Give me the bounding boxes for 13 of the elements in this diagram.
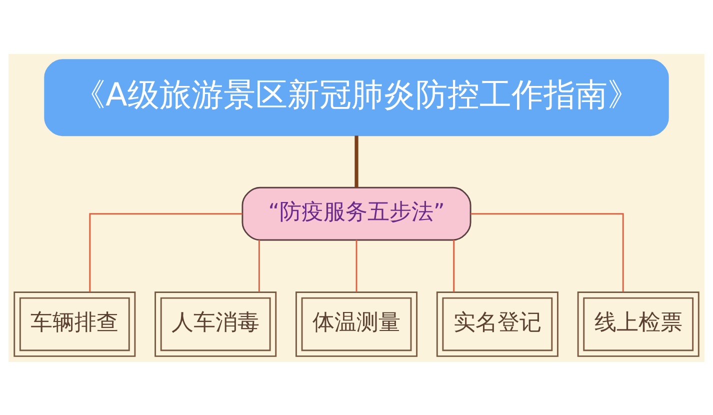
- node-box: 线上检票: [577, 291, 700, 356]
- connector: [470, 212, 624, 292]
- node-box: 实名登记: [436, 291, 558, 356]
- node-box: 人车消毒: [154, 291, 277, 356]
- connector: [356, 239, 358, 292]
- connector: [258, 239, 260, 292]
- connector: [89, 212, 242, 292]
- connector: [453, 239, 455, 292]
- node-box: 车辆排查: [14, 291, 136, 356]
- node-box: 《A级旅游景区新冠肺炎防控工作指南》: [44, 58, 669, 136]
- node-box: “防疫服务五步法”: [242, 186, 472, 240]
- connector: [354, 135, 358, 187]
- node-box: 体温测量: [295, 291, 418, 356]
